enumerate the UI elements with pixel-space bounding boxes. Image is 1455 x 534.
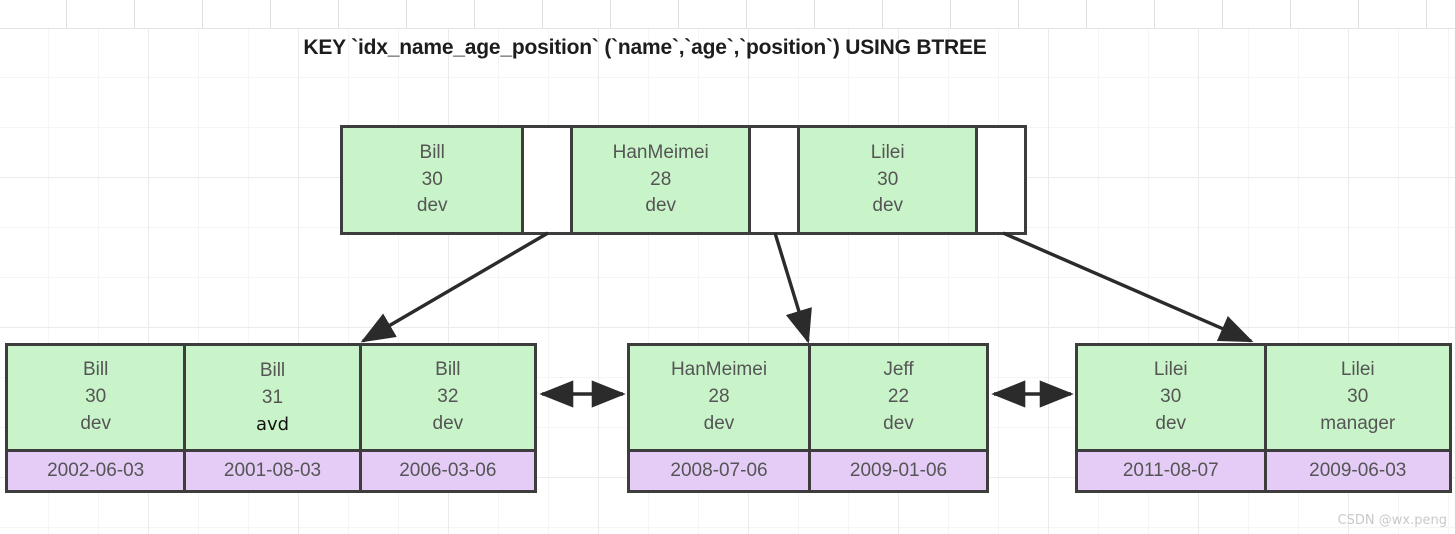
grid-header-strip bbox=[0, 0, 1455, 29]
leaf-node-middle: HanMeimei 28 dev 2008-07-06 Jeff 22 dev … bbox=[627, 343, 989, 493]
leaf-left-name-2: Bill bbox=[259, 359, 286, 381]
leaf-right-date-2: 2009-06-03 bbox=[1266, 449, 1449, 490]
root-to-left-leaf-arrow bbox=[360, 231, 549, 343]
leaf-right-key-1: Lilei 30 dev bbox=[1078, 346, 1264, 449]
leaf-left-age-3: 32 bbox=[437, 386, 459, 408]
root-key-1-content: Bill 30 dev bbox=[343, 128, 522, 232]
root-key-1-name: Bill bbox=[419, 141, 445, 163]
leaf-node-left: Bill 30 dev 2002-06-03 Bill 31 avd 2001-… bbox=[5, 343, 537, 493]
page-title: KEY `idx_name_age_position` (`name`,`age… bbox=[303, 36, 987, 59]
leaf-left-date-2: 2001-08-03 bbox=[186, 449, 359, 490]
root-key-2-content: HanMeimei 28 dev bbox=[572, 128, 749, 232]
leaf-left-position-2: avd bbox=[255, 413, 290, 435]
leaf-right-age-2: 30 bbox=[1347, 386, 1369, 408]
leaf-mid-name-1: HanMeimei bbox=[670, 359, 768, 381]
root-pointer-cell-2[interactable] bbox=[748, 128, 797, 232]
root-key-3-content: Lilei 30 dev bbox=[800, 128, 976, 232]
leaf-left-date-1: 2002-06-03 bbox=[8, 449, 184, 490]
leaf-mid-cell-1[interactable]: HanMeimei 28 dev 2008-07-06 bbox=[630, 346, 808, 490]
root-key-1-age: 30 bbox=[421, 168, 443, 190]
watermark: CSDN @wx.peng bbox=[1337, 513, 1447, 528]
leaf-right-date-1: 2011-08-07 bbox=[1078, 449, 1264, 490]
leaf-mid-name-2: Jeff bbox=[883, 359, 914, 381]
leaf-right-name-1: Lilei bbox=[1153, 359, 1188, 381]
leaf-left-cell-1[interactable]: Bill 30 dev 2002-06-03 bbox=[8, 346, 184, 490]
root-pointer-cell-1[interactable] bbox=[521, 128, 570, 232]
leaf-mid-cell-2[interactable]: Jeff 22 dev 2009-01-06 bbox=[808, 346, 986, 490]
leaf-left-name-3: Bill bbox=[435, 359, 461, 381]
leaf-mid-date-1: 2008-07-06 bbox=[630, 449, 808, 490]
root-key-3-age: 30 bbox=[877, 168, 899, 190]
leaf-left-position-1: dev bbox=[80, 412, 111, 434]
leaf-right-name-2: Lilei bbox=[1340, 359, 1375, 381]
root-key-cell-1[interactable]: Bill 30 dev bbox=[343, 128, 522, 232]
root-key-3-name: Lilei bbox=[870, 141, 905, 163]
leaf-mid-age-2: 22 bbox=[887, 386, 910, 408]
root-key-2-position: dev bbox=[645, 195, 677, 217]
root-key-2-name: HanMeimei bbox=[612, 141, 709, 163]
root-key-cell-3[interactable]: Lilei 30 dev bbox=[797, 128, 976, 232]
leaf-mid-date-2: 2009-01-06 bbox=[811, 449, 986, 490]
root-pointer-3-slot bbox=[978, 128, 1025, 232]
leaf-left-position-3: dev bbox=[432, 412, 464, 434]
leaf-mid-position-2: dev bbox=[883, 412, 914, 434]
root-node: Bill 30 dev HanMeimei 28 dev Lilei 30 de… bbox=[340, 125, 1027, 235]
root-key-1-position: dev bbox=[416, 195, 448, 217]
leaf-mid-key-2: Jeff 22 dev bbox=[811, 346, 986, 449]
leaf-left-cell-2[interactable]: Bill 31 avd 2001-08-03 bbox=[183, 346, 359, 490]
root-key-cell-2[interactable]: HanMeimei 28 dev bbox=[569, 128, 749, 232]
leaf-mid-key-1: HanMeimei 28 dev bbox=[630, 346, 808, 449]
leaf-right-position-1: dev bbox=[1155, 412, 1187, 434]
leaf-mid-position-1: dev bbox=[703, 412, 735, 434]
leaf-mid-age-1: 28 bbox=[708, 386, 730, 408]
leaf-left-age-1: 30 bbox=[85, 386, 107, 408]
root-key-2-age: 28 bbox=[650, 168, 672, 190]
leaf-left-name-1: Bill bbox=[82, 359, 109, 381]
root-pointer-cell-3[interactable] bbox=[975, 128, 1025, 232]
root-pointer-1-slot bbox=[524, 128, 570, 232]
leaf-right-key-2: Lilei 30 manager bbox=[1266, 346, 1449, 449]
leaf-left-cell-3[interactable]: Bill 32 dev 2006-03-06 bbox=[358, 346, 534, 490]
leaf-right-cell-1[interactable]: Lilei 30 dev 2011-08-07 bbox=[1078, 346, 1264, 490]
leaf-node-right: Lilei 30 dev 2011-08-07 Lilei 30 manager… bbox=[1075, 343, 1452, 493]
root-to-middle-leaf-arrow bbox=[773, 232, 812, 344]
leaf-left-key-1: Bill 30 dev bbox=[8, 346, 184, 449]
leaf-left-date-3: 2006-03-06 bbox=[361, 449, 534, 490]
leaf-right-age-1: 30 bbox=[1160, 386, 1182, 408]
leaf-left-key-2: Bill 31 avd bbox=[186, 346, 359, 449]
leaf-left-key-3: Bill 32 dev bbox=[361, 346, 534, 449]
root-to-right-leaf-arrow bbox=[1002, 231, 1254, 343]
leaf-right-position-2: manager bbox=[1320, 412, 1396, 434]
leaf-left-age-2: 31 bbox=[261, 386, 284, 408]
leaf-right-cell-2[interactable]: Lilei 30 manager 2009-06-03 bbox=[1263, 346, 1449, 490]
root-pointer-2-slot bbox=[751, 128, 797, 232]
root-key-3-position: dev bbox=[872, 195, 904, 217]
